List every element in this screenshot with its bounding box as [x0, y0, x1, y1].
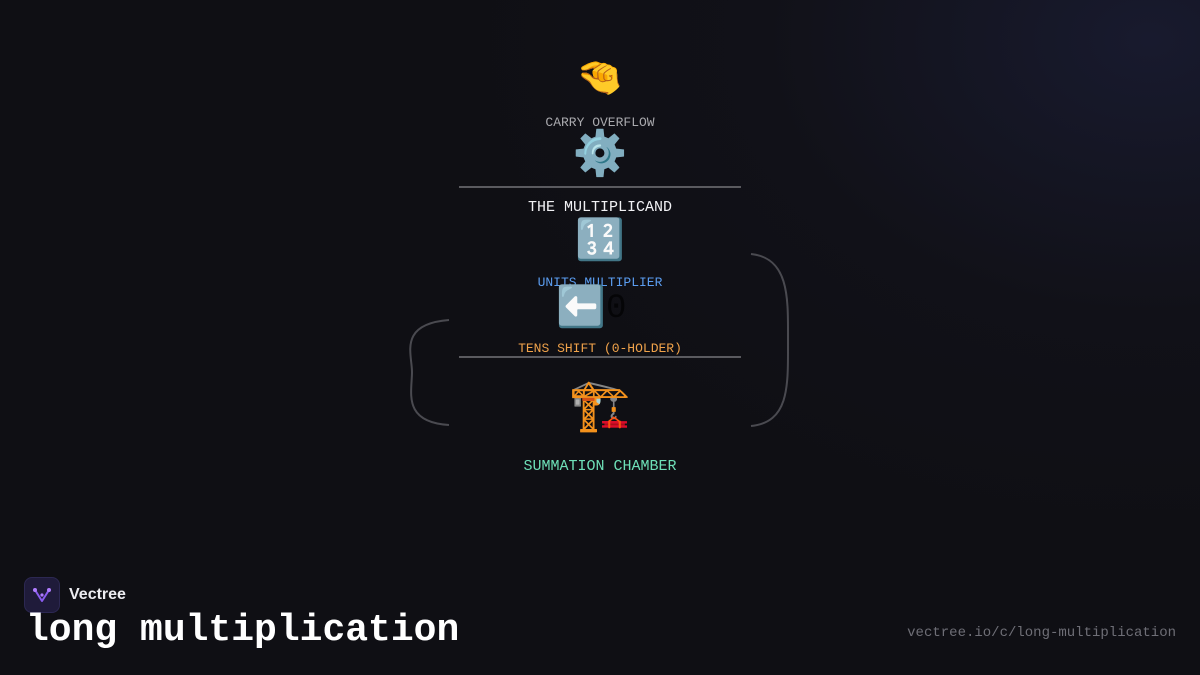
gear-icon: ⚙️ — [572, 128, 628, 179]
left-arrow-icon: ⬅️ — [556, 284, 606, 330]
brand: Vectree — [24, 577, 126, 613]
brand-name: Vectree — [69, 586, 126, 603]
bottom-divider — [459, 356, 741, 358]
multiplicand-label: THE MULTIPLICAND — [527, 199, 673, 216]
page-url[interactable]: vectree.io/c/long-multiplication — [907, 625, 1176, 641]
left-bracket — [409, 319, 450, 426]
vectree-logo-icon — [24, 577, 60, 613]
tens-shift-label: TENS SHIFT (0-HOLDER) — [518, 341, 682, 356]
carry-overflow-label: CARRY OVERFLOW — [545, 115, 655, 130]
input-numbers-icon: 🔢 — [575, 217, 625, 263]
right-bracket — [750, 253, 790, 427]
construction-crane-icon: 🏗️ — [568, 376, 632, 434]
units-multiplier-label: UNITS MULTIPLIER — [537, 275, 663, 290]
zero-placeholder-digit: 0 — [606, 290, 627, 328]
page-title: long multiplication — [26, 609, 460, 652]
pinching-hand-icon: 🤏 — [576, 55, 624, 99]
top-divider — [459, 186, 741, 188]
summation-chamber-label: SUMMATION CHAMBER — [523, 458, 677, 475]
